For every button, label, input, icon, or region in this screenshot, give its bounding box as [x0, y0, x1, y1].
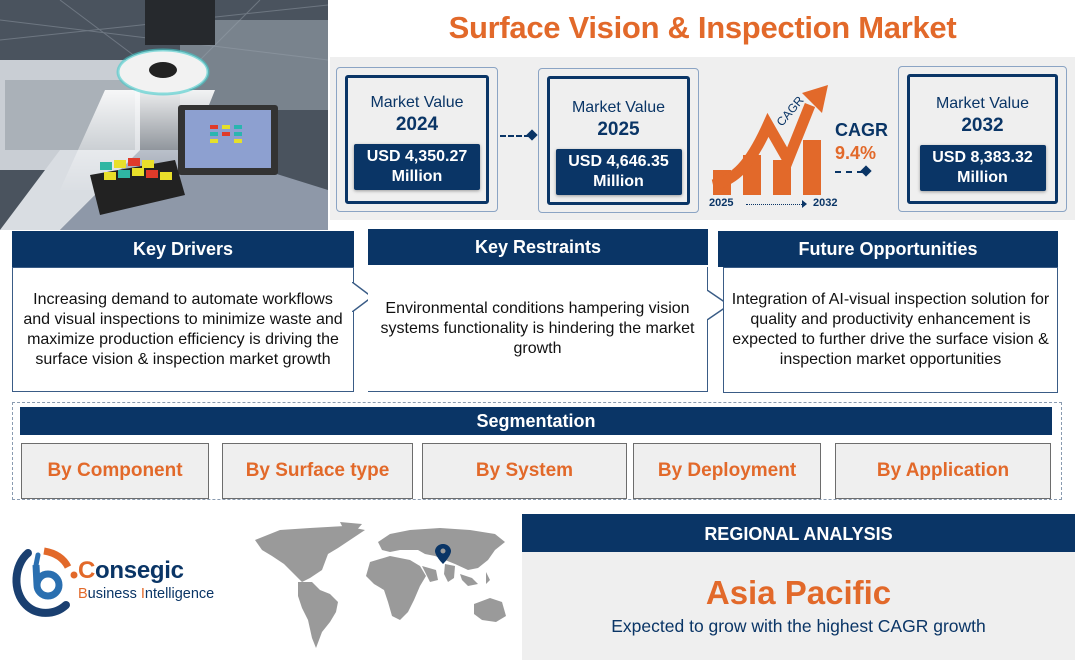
key-restraints-header: Key Restraints [368, 229, 708, 265]
regional-analysis-header: REGIONAL ANALYSIS [522, 514, 1075, 552]
cagr-end-year: 2032 [813, 197, 838, 209]
key-drivers-header: Key Drivers [12, 231, 354, 267]
dashed-connector [500, 135, 530, 137]
region-description: Expected to grow with the highest CAGR g… [611, 616, 986, 636]
arrow-right-icon [802, 200, 807, 208]
market-value-label: Market Value [370, 94, 464, 111]
cagr-growth-chart-icon: CAGR [711, 85, 828, 195]
segment-by-system[interactable]: By System [422, 443, 627, 499]
segmentation-container [12, 402, 1062, 500]
segment-by-deployment[interactable]: By Deployment [633, 443, 821, 499]
market-value-amount: USD 8,383.32 Million [919, 145, 1046, 191]
world-map-icon [255, 522, 506, 648]
segment-by-component[interactable]: By Component [21, 443, 209, 499]
vision-camera-illustration [0, 0, 328, 230]
consegic-logo-icon [12, 547, 78, 617]
key-drivers-text: Increasing demand to automate workflows … [12, 267, 354, 392]
cagr-label: CAGR [835, 120, 888, 140]
market-value-year: 2025 [597, 119, 640, 140]
market-value-year: 2032 [961, 115, 1004, 136]
cagr-period-arrow [746, 204, 804, 205]
future-opportunities-text: Integration of AI-visual inspection solu… [723, 267, 1058, 393]
dashed-connector [835, 171, 863, 173]
segment-by-surface-type[interactable]: By Surface type [222, 443, 413, 499]
segment-by-application[interactable]: By Application [835, 443, 1051, 499]
segmentation-header: Segmentation [20, 407, 1052, 435]
hero-image [0, 0, 328, 230]
regional-analysis-body: Asia Pacific Expected to grow with the h… [522, 552, 1075, 660]
market-value-card-2025: Market Value 2025 USD 4,646.35 Million [538, 68, 699, 213]
cagr-start-year: 2025 [709, 197, 734, 209]
future-opportunities-header: Future Opportunities [718, 231, 1058, 267]
market-value-amount: USD 4,646.35 Million [555, 149, 682, 195]
market-value-amount: USD 4,350.27 Million [354, 144, 480, 190]
cagr-value: 9.4% [835, 143, 877, 163]
page-title: Surface Vision & Inspection Market [448, 10, 957, 45]
market-value-label: Market Value [571, 99, 666, 116]
market-value-card-2024: Market Value 2024 USD 4,350.27 Million [336, 67, 498, 212]
logo-name: Consegic [78, 557, 184, 584]
market-value-label: Market Value [935, 95, 1030, 112]
key-restraints-text: Environmental conditions hampering visio… [368, 267, 708, 392]
location-pin-icon [435, 544, 451, 564]
market-value-card-2032: Market Value 2032 USD 8,383.32 Million [898, 66, 1067, 212]
market-value-year: 2024 [395, 114, 439, 135]
logo-tagline: Business Intelligence [78, 586, 215, 602]
region-name: Asia Pacific [705, 574, 892, 611]
